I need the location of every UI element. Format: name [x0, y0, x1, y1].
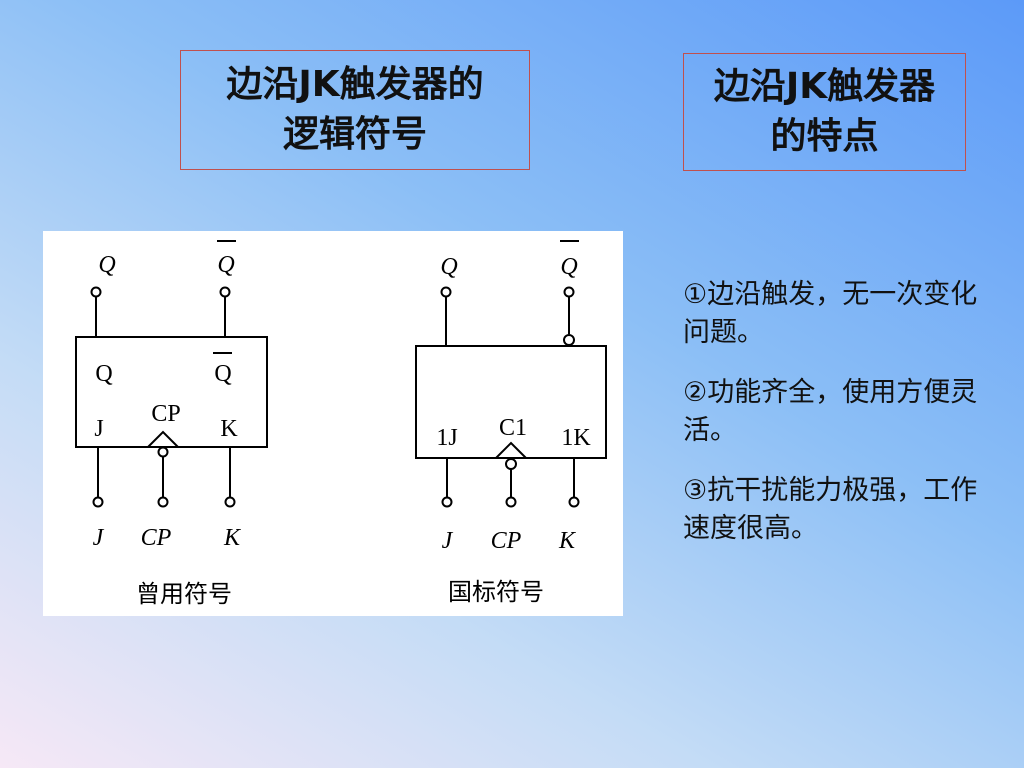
diagram-panel: Q Q Q Q CP J K J CP K 曾用符号 Q Q C1 1J 1K …	[43, 231, 623, 616]
std-box-1j-label: 1J	[436, 425, 457, 451]
old-box-q-label: Q	[95, 361, 112, 387]
old-clock-triangle	[147, 430, 179, 448]
features-title-box: 边沿JK触发器的特点	[683, 53, 966, 171]
symbol-title: 边沿JK触发器的逻辑符号	[226, 64, 484, 155]
old-symbol-caption: 曾用符号	[136, 580, 232, 608]
old-box-cp-label: CP	[151, 401, 180, 427]
std-k-terminal	[568, 496, 580, 508]
old-output-qbar-label: Q	[217, 252, 234, 278]
old-q-terminal	[90, 286, 102, 298]
std-cp-terminal	[505, 496, 517, 508]
std-box-1k-label: 1K	[561, 425, 591, 451]
old-input-j-label: J	[93, 525, 105, 551]
old-input-cp-label: CP	[141, 525, 172, 551]
std-symbol-caption: 国标符号	[448, 578, 544, 606]
std-input-cp-label: CP	[491, 528, 522, 554]
std-j-terminal	[441, 496, 453, 508]
std-q-terminal	[440, 286, 452, 298]
old-box-k-label: K	[220, 416, 238, 442]
std-box-c1-label: C1	[499, 415, 527, 441]
features-title: 边沿JK触发器的特点	[713, 66, 936, 157]
std-output-qbar-label: Q	[560, 254, 577, 280]
old-k-terminal	[224, 496, 236, 508]
old-cp-terminal	[157, 496, 169, 508]
feature-item-3: ③抗干扰能力极强，工作速度很高。	[683, 475, 978, 544]
old-output-q-label: Q	[98, 252, 115, 278]
std-input-j-label: J	[442, 528, 454, 554]
jk-flipflop-diagram: Q Q Q Q CP J K J CP K 曾用符号 Q Q C1 1J 1K …	[75, 240, 607, 608]
features-list: ①边沿触发，无一次变化问题。 ②功能齐全，使用方便灵活。 ③抗干扰能力极强，工作…	[683, 276, 1003, 570]
old-input-k-label: K	[223, 525, 242, 551]
feature-item-1: ①边沿触发，无一次变化问题。	[683, 279, 978, 348]
std-qbar-terminal	[563, 286, 575, 298]
feature-item-2: ②功能齐全，使用方便灵活。	[683, 377, 978, 446]
old-symbol-box	[75, 336, 268, 448]
old-box-qbar-label: Q	[214, 361, 231, 387]
std-output-q-label: Q	[440, 254, 457, 280]
std-clock-triangle	[495, 441, 527, 459]
old-j-terminal	[92, 496, 104, 508]
old-qbar-terminal	[219, 286, 231, 298]
old-clock-bubble	[157, 446, 169, 458]
std-qbar-negation-bubble	[563, 334, 575, 346]
std-input-k-label: K	[558, 528, 577, 554]
old-box-j-label: J	[94, 416, 103, 442]
symbol-title-box: 边沿JK触发器的逻辑符号	[180, 50, 530, 170]
std-clock-bubble	[505, 458, 517, 470]
